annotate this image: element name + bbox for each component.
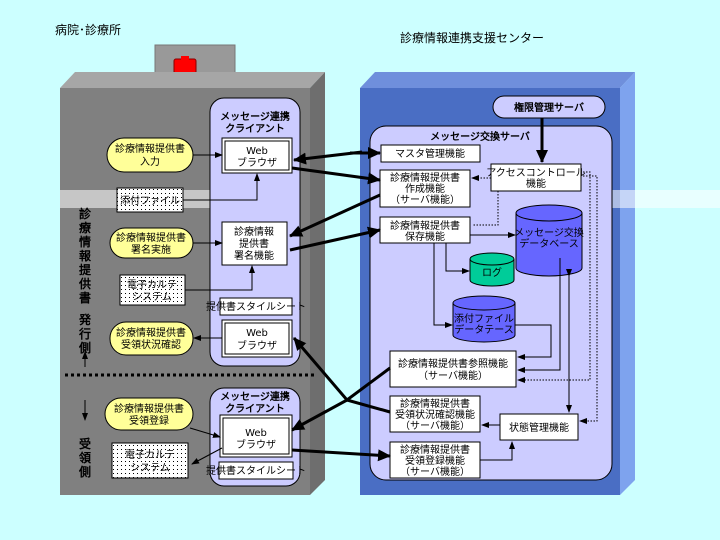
svg-text:データテース: データテース	[454, 323, 514, 336]
svg-text:受領登録機能: 受領登録機能	[405, 454, 465, 467]
web-browser-1: Web ブラウザ	[221, 137, 293, 174]
hospital-title: 病院･診療所	[55, 22, 121, 37]
attachment-db: 添付ファイル データテース	[452, 295, 516, 343]
svg-text:提供書スタイルシート: 提供書スタイルシート	[206, 300, 306, 313]
svg-text:アクセスコントロール: アクセスコントロール	[486, 167, 586, 179]
svg-text:提: 提	[79, 262, 92, 277]
state-management-function: 状態管理機能	[499, 413, 579, 441]
svg-text:診療情報提供書参照機能: 診療情報提供書参照機能	[398, 357, 508, 370]
svg-text:診療情報提供書: 診療情報提供書	[400, 397, 470, 410]
svg-text:提供書スタイルシート: 提供書スタイルシート	[206, 464, 306, 477]
web-browser-2: Web ブラウザ	[221, 319, 293, 358]
svg-text:診療情報: 診療情報	[234, 225, 274, 238]
svg-text:保存機能: 保存機能	[405, 230, 445, 243]
client-title: クライアント	[225, 123, 285, 135]
svg-text:システム: システム	[130, 462, 170, 474]
access-control-function: アクセスコントロール 機能	[486, 163, 586, 192]
svg-text:供: 供	[78, 276, 91, 291]
ehr-box-1: 電子カルテ システム	[119, 274, 186, 306]
svg-text:署名実施: 署名実施	[131, 243, 171, 256]
svg-text:システム: システム	[132, 291, 172, 303]
status-ellipse: 診療情報提供書 受領状況確認	[109, 321, 194, 356]
svg-text:受領状況確認機能: 受領状況確認機能	[395, 408, 475, 421]
web-browser-3: Web ブラウザ	[219, 414, 293, 458]
svg-text:診療情報提供書: 診療情報提供書	[115, 142, 185, 155]
svg-text:報: 報	[79, 248, 92, 263]
svg-text:側: 側	[78, 464, 91, 479]
svg-text:診療情報提供書: 診療情報提供書	[116, 326, 186, 339]
svg-text:入力: 入力	[140, 155, 160, 168]
svg-text:権限管理サーバ: 権限管理サーバ	[514, 101, 584, 114]
create-function: 診療情報提供書 作成機能 （サーバ機能）	[379, 169, 471, 208]
svg-text:診療情報提供書: 診療情報提供書	[116, 231, 186, 244]
svg-text:（サーバ機能）: （サーバ機能）	[400, 419, 470, 432]
input-ellipse: 診療情報提供書 入力	[106, 137, 194, 173]
svg-text:ブラウザ: ブラウザ	[237, 339, 277, 352]
svg-text:電子カルテ: 電子カルテ	[127, 279, 177, 291]
svg-text:受領登録: 受領登録	[129, 414, 169, 427]
svg-text:療: 療	[79, 220, 91, 235]
svg-text:受領状況確認: 受領状況確認	[121, 338, 181, 351]
attachment-box: 添付ファイル	[116, 187, 184, 213]
client-title: メッセージ連携	[220, 390, 290, 403]
ehr-box-2: 電子カルテ システム	[111, 442, 189, 479]
red-cross-icon	[173, 56, 197, 78]
svg-text:情: 情	[79, 234, 91, 249]
svg-text:Web: Web	[246, 328, 268, 339]
svg-text:受: 受	[79, 436, 91, 451]
svg-text:データベース: データベース	[519, 237, 579, 250]
svg-text:電子カルテ: 電子カルテ	[125, 449, 175, 461]
auth-server: 権限管理サーバ	[492, 95, 606, 119]
svg-text:診療情報提供書: 診療情報提供書	[390, 171, 460, 184]
client-title: クライアント	[225, 403, 285, 415]
svg-text:添付ファイル: 添付ファイル	[120, 194, 180, 207]
svg-text:領: 領	[78, 450, 92, 465]
svg-text:メッセージ交換: メッセージ交換	[514, 226, 584, 239]
receiver-side-label: 受 領 側	[78, 436, 92, 479]
sign-function-box: 診療情報 提供書 署名機能	[221, 221, 288, 266]
svg-text:Web: Web	[246, 146, 268, 157]
svg-text:診療情報提供書: 診療情報提供書	[390, 219, 460, 232]
stylesheet-box-2: 提供書スタイルシート	[206, 461, 306, 480]
svg-text:診療情報提供書: 診療情報提供書	[400, 443, 470, 456]
server-title: メッセージ交換サーバ	[430, 130, 530, 143]
svg-text:（サーバ機能）: （サーバ機能）	[418, 369, 488, 382]
log-db: ログ	[469, 252, 515, 287]
sign-ellipse: 診療情報提供書 署名実施	[109, 227, 194, 259]
master-function: マスタ管理機能	[380, 144, 481, 163]
svg-text:署名機能: 署名機能	[234, 249, 274, 262]
svg-text:発: 発	[78, 312, 92, 327]
svg-text:（サーバ機能）: （サーバ機能）	[400, 465, 470, 478]
client-title: メッセージ連携	[220, 110, 290, 123]
svg-text:診療情報提供書: 診療情報提供書	[114, 402, 184, 415]
svg-text:診: 診	[79, 206, 92, 221]
svg-text:ブラウザ: ブラウザ	[236, 438, 276, 451]
svg-text:Web: Web	[245, 428, 267, 439]
center-title: 診療情報連携支援センター	[400, 30, 544, 45]
svg-text:行: 行	[78, 326, 91, 341]
svg-text:書: 書	[79, 290, 91, 305]
svg-text:（サーバ機能）: （サーバ機能）	[390, 193, 460, 206]
svg-text:機能: 機能	[526, 177, 546, 190]
svg-text:添付ファイル: 添付ファイル	[454, 312, 514, 325]
reference-function: 診療情報提供書参照機能 （サーバ機能）	[389, 350, 517, 388]
issuer-side-label: 診 療 情 報 提 供 書 発 行 側	[78, 206, 92, 355]
svg-text:提供書: 提供書	[239, 237, 269, 250]
message-db: メッセージ交換 データベース	[514, 204, 584, 277]
receive-registration-function: 診療情報提供書 受領登録機能 （サーバ機能）	[389, 441, 481, 479]
svg-text:ログ: ログ	[482, 266, 502, 279]
status-check-function: 診療情報提供書 受領状況確認機能 （サーバ機能）	[389, 395, 481, 433]
svg-text:作成機能: 作成機能	[405, 182, 445, 195]
save-function: 診療情報提供書 保存機能	[379, 216, 471, 244]
svg-text:状態管理機能: 状態管理機能	[509, 421, 569, 434]
svg-text:ブラウザ: ブラウザ	[237, 156, 277, 169]
stylesheet-box-1: 提供書スタイルシート	[206, 297, 306, 316]
svg-text:マスタ管理機能: マスタ管理機能	[395, 147, 465, 160]
receive-ellipse: 診療情報提供書 受領登録	[104, 397, 194, 431]
